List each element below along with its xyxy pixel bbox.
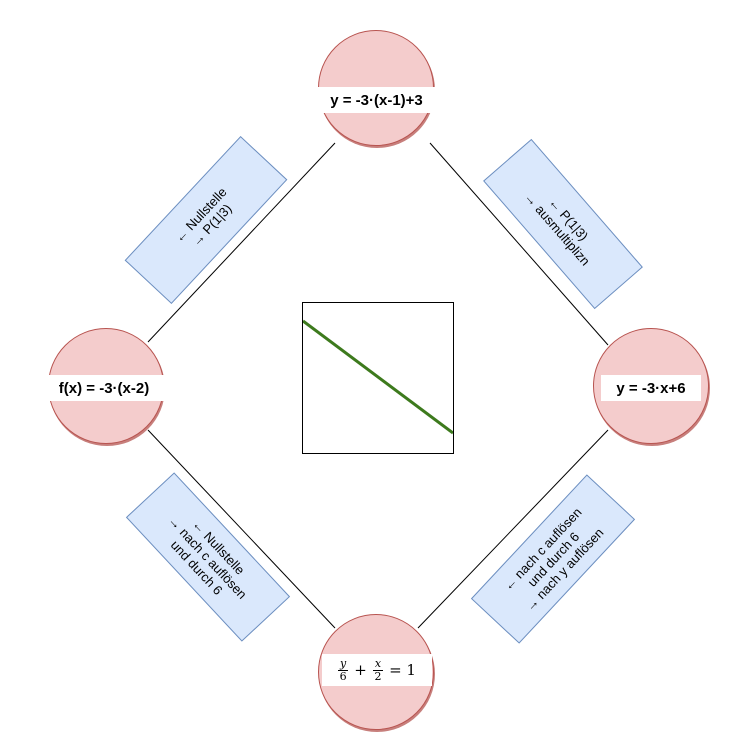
function-line <box>302 319 454 435</box>
fraction-numerator: x <box>372 656 384 671</box>
node-right-label: y = -3·x+6 <box>601 375 701 401</box>
fraction-numerator: y <box>338 656 349 671</box>
equals-one: = 1 <box>389 661 416 679</box>
function-graph <box>302 302 454 454</box>
edge-bottom-right <box>417 429 609 629</box>
edge-top-left <box>147 142 336 343</box>
fraction-denominator: 2 <box>374 669 382 683</box>
fraction-y-6: y 6 <box>338 656 349 683</box>
plus-sign: + <box>354 661 367 679</box>
node-left-label: f(x) = -3·(x-2) <box>36 375 172 401</box>
fraction-x-2: x 2 <box>372 656 384 683</box>
fraction-denominator: 6 <box>339 669 347 683</box>
edge-top-right <box>429 142 609 346</box>
edge-bottom-left <box>147 429 336 629</box>
node-bottom-label: y 6 + x 2 = 1 <box>322 654 432 686</box>
node-top-label: y = -3·(x-1)+3 <box>318 87 435 113</box>
graph-canvas <box>302 319 454 435</box>
